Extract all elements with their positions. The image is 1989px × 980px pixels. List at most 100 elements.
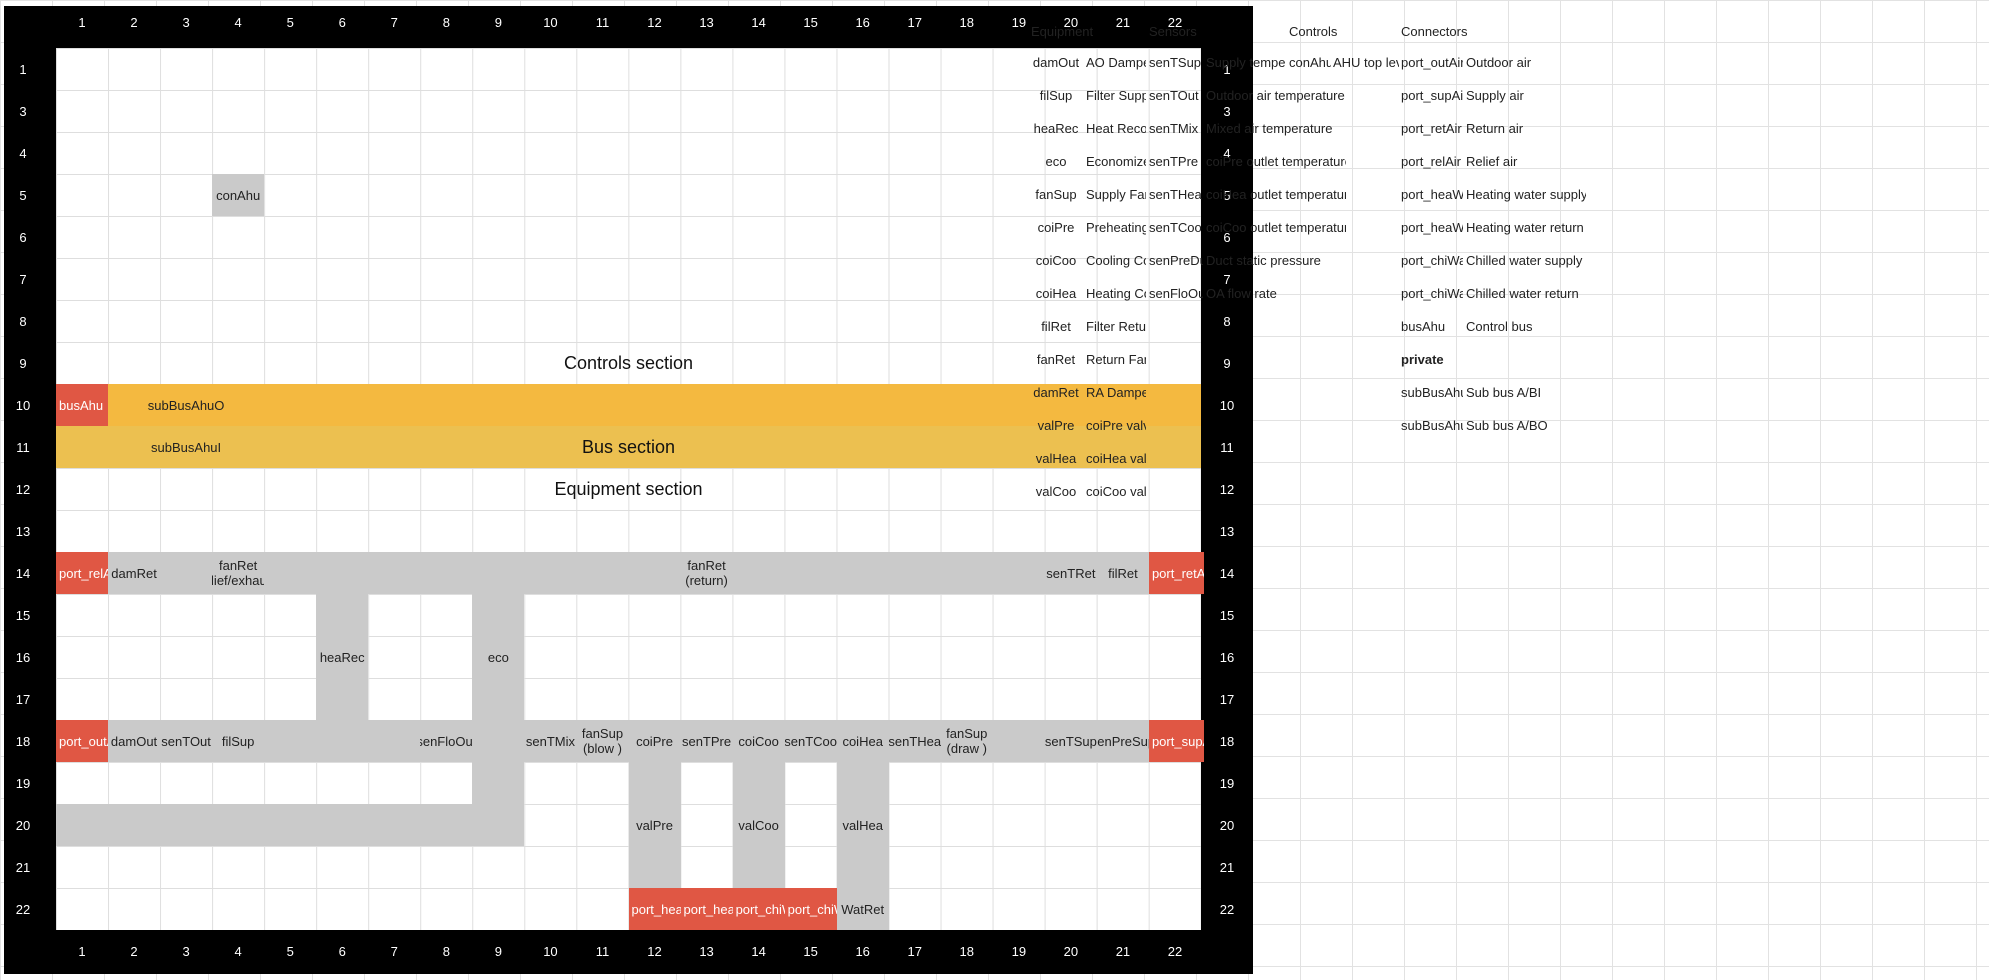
grid-cell-subbusahui: subBusAhuI bbox=[108, 426, 265, 468]
column-label: 6 bbox=[338, 14, 346, 30]
column-label: 11 bbox=[595, 14, 610, 30]
connector-id: port_heaWatSup bbox=[1401, 187, 1463, 202]
equipment-id: filRet bbox=[1041, 319, 1071, 334]
grid-cell-valhea: valHea bbox=[836, 804, 889, 846]
grid-cell-sentret: senTRet bbox=[1044, 552, 1097, 594]
row-label: 14 bbox=[1219, 565, 1235, 581]
grid-cell-fansup: fanSup (draw ) bbox=[940, 720, 993, 762]
equipment-id: eco bbox=[1045, 154, 1067, 169]
grid-cell-eco: eco bbox=[472, 636, 525, 678]
connector-id: port_supAir bbox=[1401, 88, 1463, 103]
column-label: 15 bbox=[803, 943, 818, 959]
connector-desc: Chilled water return bbox=[1466, 286, 1579, 301]
row-label: 16 bbox=[1219, 649, 1235, 665]
column-label: 2 bbox=[130, 943, 138, 959]
column-label: 16 bbox=[855, 14, 870, 30]
grid-cell-sentsup: senTSup bbox=[1044, 720, 1097, 762]
sensor-desc: coiHea outlet temperature bbox=[1206, 187, 1346, 202]
equipment-desc: Heating Coil bbox=[1086, 286, 1146, 301]
equipment-id: coiPre bbox=[1037, 220, 1075, 235]
grid-cell-sentcoo: senTCoo bbox=[784, 720, 837, 762]
private-desc: Sub bus A/BI bbox=[1466, 385, 1542, 400]
equipment-desc: Heat Recovery bbox=[1086, 121, 1146, 136]
private-label: private bbox=[1401, 352, 1444, 367]
row-label: 12 bbox=[1219, 481, 1235, 497]
grid-cell-equipment-section: Equipment section bbox=[554, 478, 703, 499]
sensor-desc: coiPre outlet temperature bbox=[1206, 154, 1346, 169]
column-label: 13 bbox=[699, 943, 714, 959]
column-label: 11 bbox=[595, 943, 610, 959]
connector-id: port_heaWatRet bbox=[1401, 220, 1463, 235]
row-label: 13 bbox=[15, 523, 31, 539]
row-label: 14 bbox=[15, 565, 31, 581]
column-label: 16 bbox=[855, 943, 870, 959]
row-label: 21 bbox=[15, 859, 31, 875]
equipment-desc: Filter Supply bbox=[1086, 88, 1146, 103]
row-label: 12 bbox=[15, 481, 31, 497]
equipment-id: valHea bbox=[1035, 451, 1077, 466]
equipment-id: valPre bbox=[1037, 418, 1075, 433]
grid-cell-fanret: fanRet (relief/exhaust) bbox=[212, 552, 265, 594]
grid-cell-coicoo: coiCoo bbox=[732, 720, 785, 762]
row-label: 10 bbox=[15, 397, 31, 413]
row-label: 3 bbox=[19, 103, 27, 119]
column-label: 18 bbox=[959, 14, 975, 30]
column-label: 3 bbox=[182, 943, 190, 959]
row-label: 5 bbox=[19, 187, 27, 203]
equipment-id: damRet bbox=[1033, 385, 1079, 400]
row-label: 4 bbox=[1223, 145, 1231, 161]
row-label: 16 bbox=[15, 649, 31, 665]
equipment-desc: Return Fan bbox=[1086, 352, 1146, 367]
row-label: 15 bbox=[15, 607, 31, 623]
column-label: 21 bbox=[1115, 943, 1131, 959]
grid-block bbox=[472, 762, 525, 804]
grid-cell-sentpre: senTPre bbox=[680, 720, 733, 762]
column-label: 10 bbox=[543, 14, 558, 30]
equipment-desc: Preheating Coil bbox=[1086, 220, 1146, 235]
sensor-id: senFloOut bbox=[1149, 286, 1203, 301]
equipment-desc: coiPre valve bbox=[1086, 418, 1146, 433]
grid-cell-fansup: fanSup (blow ) bbox=[576, 720, 629, 762]
grid-cell-damout: damOut bbox=[108, 720, 161, 762]
row-label: 1 bbox=[19, 61, 27, 77]
row-label: 5 bbox=[1223, 187, 1231, 203]
row-label: 1 bbox=[1223, 61, 1231, 77]
sensor-id: senPreDuc bbox=[1149, 253, 1203, 268]
grid-cell-busahu: busAhu bbox=[56, 384, 112, 426]
row-label: 18 bbox=[1219, 733, 1235, 749]
equipment-id: damOut bbox=[1032, 55, 1080, 70]
column-label: 5 bbox=[286, 943, 294, 959]
column-label: 18 bbox=[959, 943, 975, 959]
equipment-desc: Filter Return bbox=[1086, 319, 1146, 334]
column-label: 21 bbox=[1115, 14, 1131, 30]
grid-cell-port-relair: port_relAir bbox=[56, 552, 112, 594]
column-label: 19 bbox=[1011, 943, 1027, 959]
column-label: 20 bbox=[1063, 14, 1079, 30]
sensor-desc: Duct static pressure bbox=[1206, 253, 1321, 268]
row-label: 17 bbox=[15, 691, 31, 707]
sensor-desc: Outdoor air temperature bbox=[1206, 88, 1345, 103]
equipment-id: fanSup bbox=[1035, 187, 1077, 202]
row-label: 3 bbox=[1223, 103, 1231, 119]
sensor-id: senTHea bbox=[1149, 187, 1202, 202]
grid-cell-port-heawatret: port_heaWatRet bbox=[680, 888, 736, 930]
equipment-id: fanRet bbox=[1036, 352, 1076, 367]
grid-cell-conahu: conAhu bbox=[212, 174, 265, 216]
sensor-id: senTOut bbox=[1149, 88, 1199, 103]
column-label: 22 bbox=[1167, 14, 1183, 30]
row-label: 6 bbox=[1223, 229, 1231, 245]
equipment-id: coiHea bbox=[1035, 286, 1077, 301]
column-label: 17 bbox=[907, 14, 922, 30]
sensor-desc: Mixed air temperature bbox=[1206, 121, 1333, 136]
grid-cell-senfloout: senFloOut bbox=[420, 720, 473, 762]
header-controls: Controls bbox=[1289, 24, 1338, 39]
connector-desc: Relief air bbox=[1466, 154, 1518, 169]
header-sensors: Sensors bbox=[1149, 24, 1197, 39]
sensor-id: senTMix bbox=[1149, 121, 1199, 136]
grid-cell-senthea: senTHea bbox=[888, 720, 941, 762]
column-label: 10 bbox=[543, 943, 558, 959]
